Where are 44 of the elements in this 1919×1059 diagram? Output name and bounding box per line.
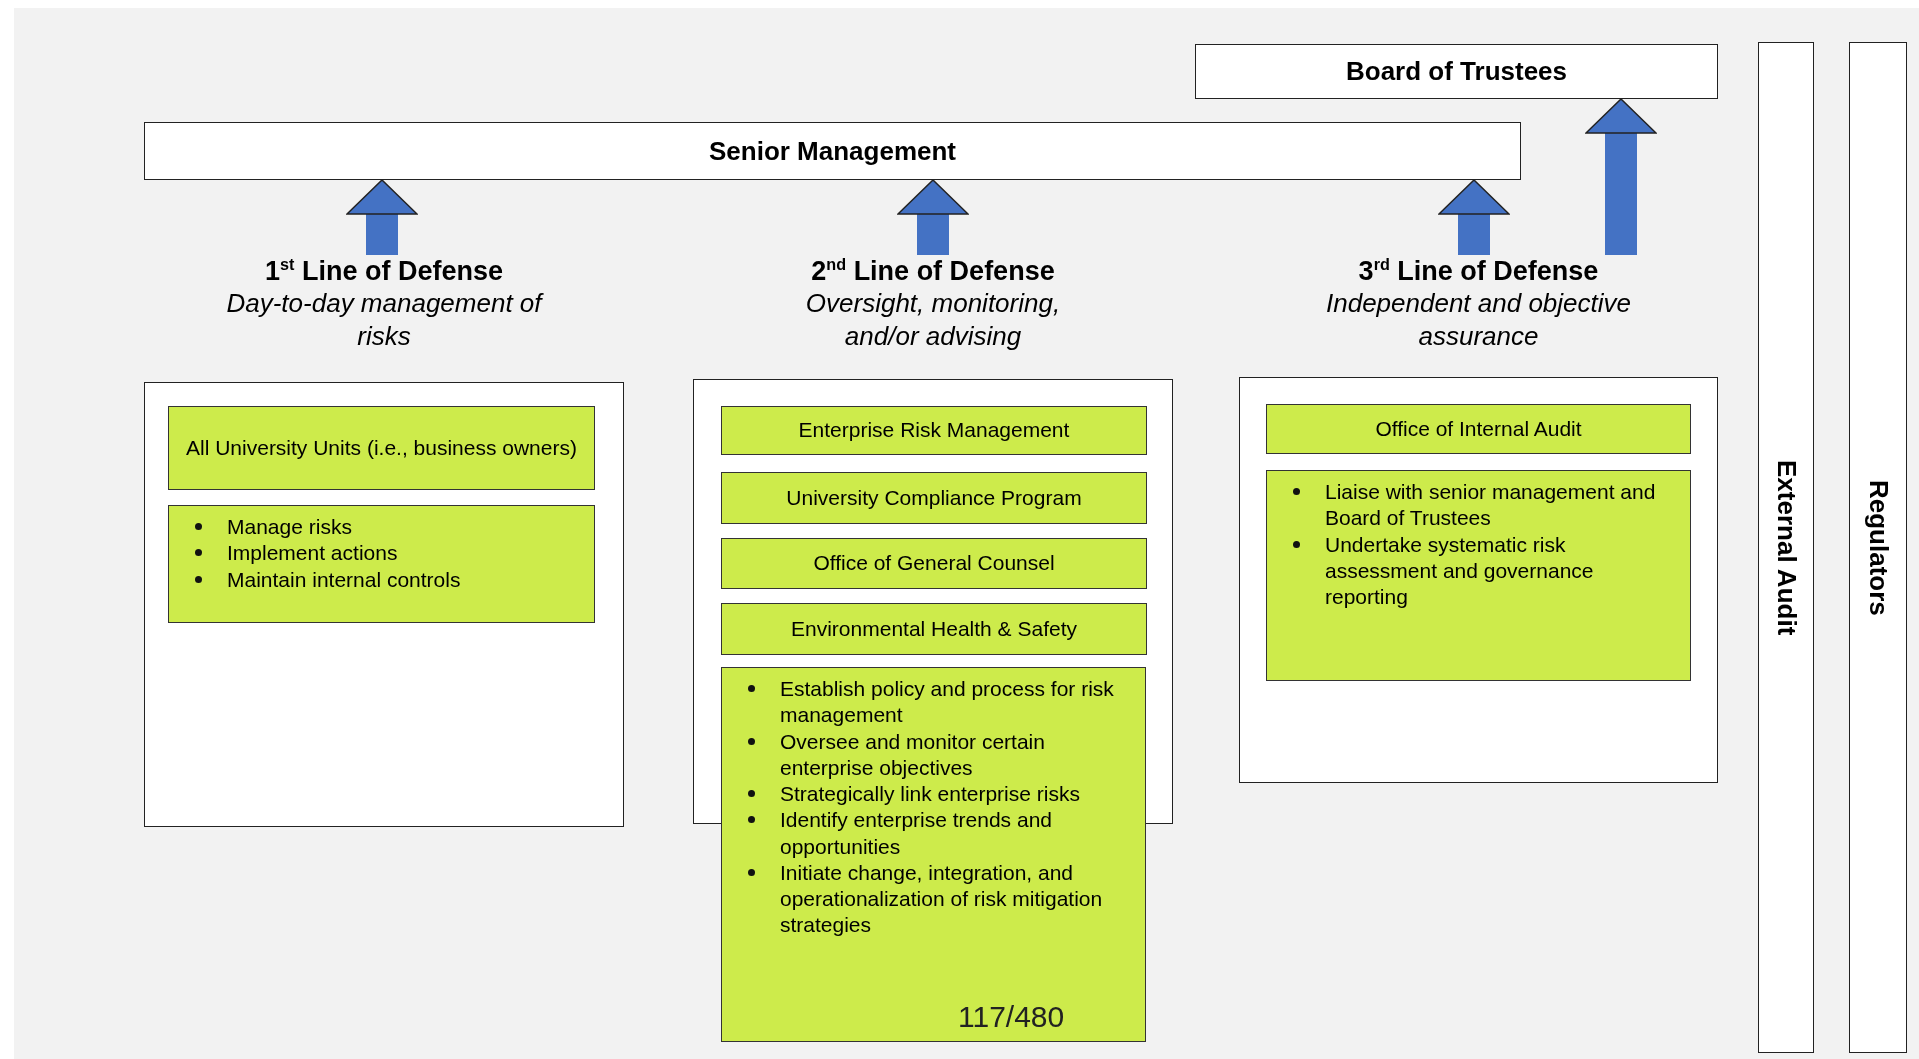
box-label: Office of General Counsel	[813, 550, 1055, 577]
column-heading: 3$^{rd}$ Line of Defense	[1357, 255, 1600, 288]
column-heading: 2$^{nd}$ Line of Defense	[810, 255, 1056, 288]
column-subtitle: Oversight, monitoring, and/or advising	[804, 287, 1062, 353]
box-label: All University Units (i.e., business owners)	[186, 434, 577, 461]
column-subtitle: Day-to-day management of risks	[225, 287, 545, 353]
bullet-item: Undertake systematic risk assessment and governance reporting	[1325, 531, 1680, 611]
label-box	[721, 538, 1147, 589]
bullet-list-box	[721, 667, 1146, 1042]
box-title: Board of Trustees	[1345, 56, 1568, 87]
page-number: 117/480	[958, 1000, 1065, 1034]
box-label: University Compliance Program	[786, 484, 1082, 511]
bullet-item: Identify enterprise trends and opportunities	[780, 807, 1135, 860]
bullet-item: Establish policy and process for risk management	[780, 676, 1135, 729]
box-title: Regulators	[1862, 479, 1894, 616]
bullet-item: Initiate change, integration, and operationalization of risk mitigation strategies	[780, 859, 1135, 939]
title-box	[1195, 44, 1718, 99]
bullet-item: Maintain internal controls	[227, 566, 584, 593]
block-arrow	[1438, 179, 1510, 255]
bullet-item: Manage risks	[227, 514, 584, 541]
block-arrow	[897, 179, 969, 255]
box-title: External Audit	[1770, 459, 1802, 636]
box-label: Enterprise Risk Management	[798, 417, 1070, 444]
box-label: Office of Internal Audit	[1375, 415, 1582, 442]
block-arrow	[1585, 98, 1657, 255]
box-label: Environmental Health & Safety	[791, 615, 1077, 642]
bullet-item: Oversee and monitor certain enterprise objectives	[780, 728, 1135, 781]
label-box	[721, 472, 1147, 524]
block-arrow	[346, 179, 418, 255]
bullet-item: Strategically link enterprise risks	[780, 781, 1135, 808]
bullet-item: Implement actions	[227, 540, 584, 567]
label-box	[1266, 404, 1691, 454]
label-box	[721, 406, 1147, 455]
label-box	[168, 406, 595, 490]
box-title: Senior Management	[708, 135, 957, 167]
column-subtitle: Independent and objective assurance	[1325, 287, 1632, 353]
bullet-list-box	[1266, 470, 1691, 681]
label-box	[721, 603, 1147, 655]
column-heading: 1$^{st}$ Line of Defense	[264, 255, 504, 288]
vertical-title-box	[1758, 42, 1814, 1053]
bullet-list-box	[168, 505, 595, 623]
title-box	[144, 122, 1521, 180]
bullet-item: Liaise with senior management and Board of Trustees	[1325, 479, 1680, 532]
vertical-title-box	[1849, 42, 1907, 1053]
